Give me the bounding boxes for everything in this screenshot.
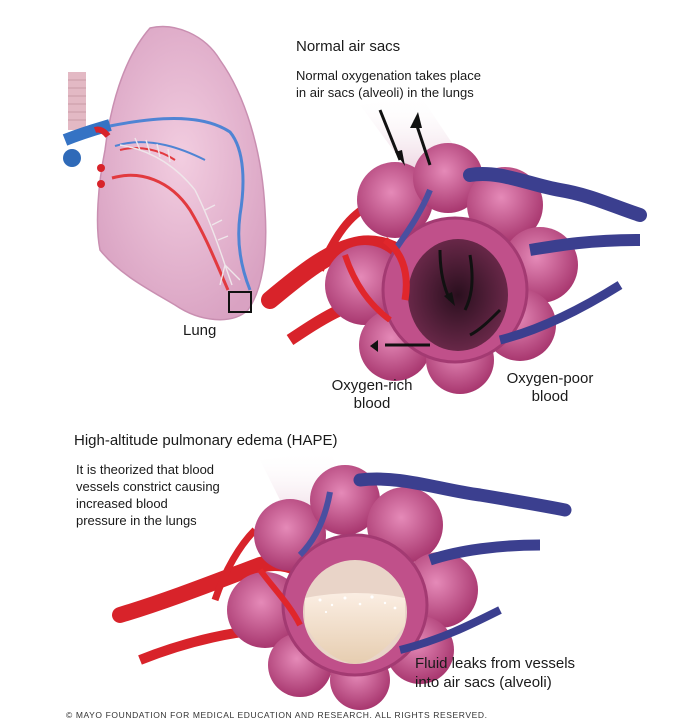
normal-desc-line1: Normal oxygenation takes place	[296, 68, 481, 83]
alveolus-opening	[408, 239, 508, 351]
hape-desc-line4: pressure in the lungs	[76, 513, 197, 528]
copyright-notice: © MAYO FOUNDATION FOR MEDICAL EDUCATION …	[66, 710, 488, 720]
vein-path	[109, 117, 252, 291]
oxygen-rich-label-line1: Oxygen-rich	[331, 377, 413, 394]
trachea	[68, 72, 86, 130]
normal-alveoli-illustration	[261, 95, 647, 394]
oxygen-poor-label-line1: Oxygen-poor	[506, 370, 594, 387]
oxygen-poor-label-line2: blood	[531, 388, 569, 405]
hape-desc-line2: vessels constrict causing	[76, 479, 220, 494]
normal-desc-line2: in air sacs (alveoli) in the lungs	[296, 85, 474, 100]
lung-label: Lung	[183, 322, 217, 339]
vessel-stub-blue	[63, 149, 81, 167]
fluid-leak-label-line2: into air sacs (alveoli)	[415, 674, 552, 691]
artery-path	[111, 173, 230, 291]
hape-alveoli-illustration	[112, 450, 572, 710]
oxygen-rich-label-line2: blood	[353, 395, 391, 412]
zoom-box	[228, 291, 252, 313]
lung-illustration	[62, 25, 267, 321]
hape-title: High-altitude pulmonary edema (HAPE)	[74, 432, 338, 449]
lung-shape	[96, 25, 267, 321]
normal-air-sacs-title: Normal air sacs	[296, 38, 401, 55]
pulmonary-artery	[62, 119, 112, 146]
bronchial-tree	[119, 137, 241, 286]
hape-desc-line1: It is theorized that blood	[76, 462, 215, 477]
fluid-leak-label-line1: Fluid leaks from vessels	[415, 655, 576, 672]
hape-desc-line3: increased blood	[76, 496, 168, 511]
